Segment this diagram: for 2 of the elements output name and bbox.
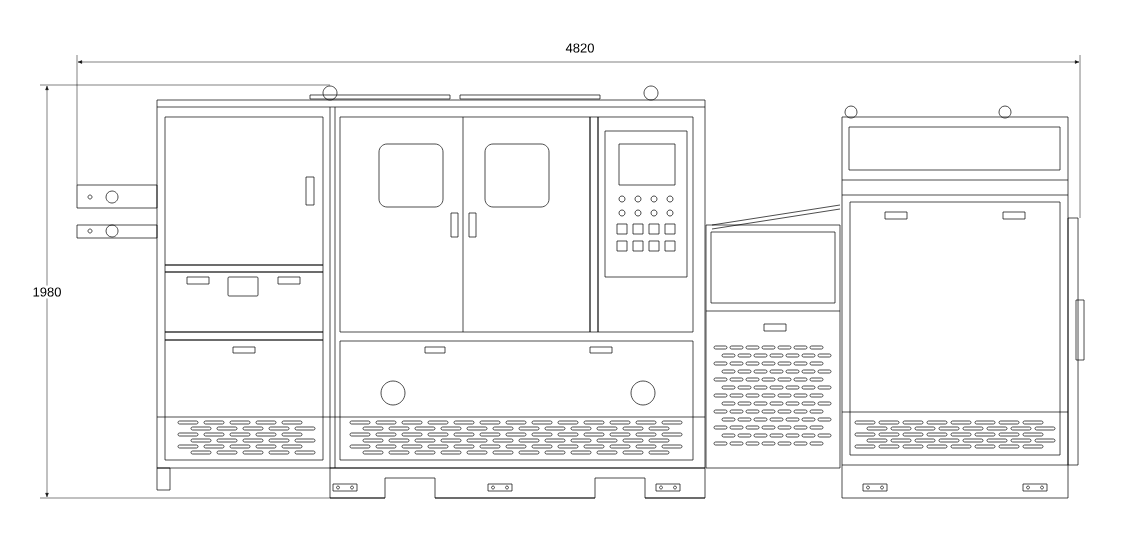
dimension-label: 4820 [565, 43, 594, 53]
dimension-label: 1980 [30, 285, 64, 299]
